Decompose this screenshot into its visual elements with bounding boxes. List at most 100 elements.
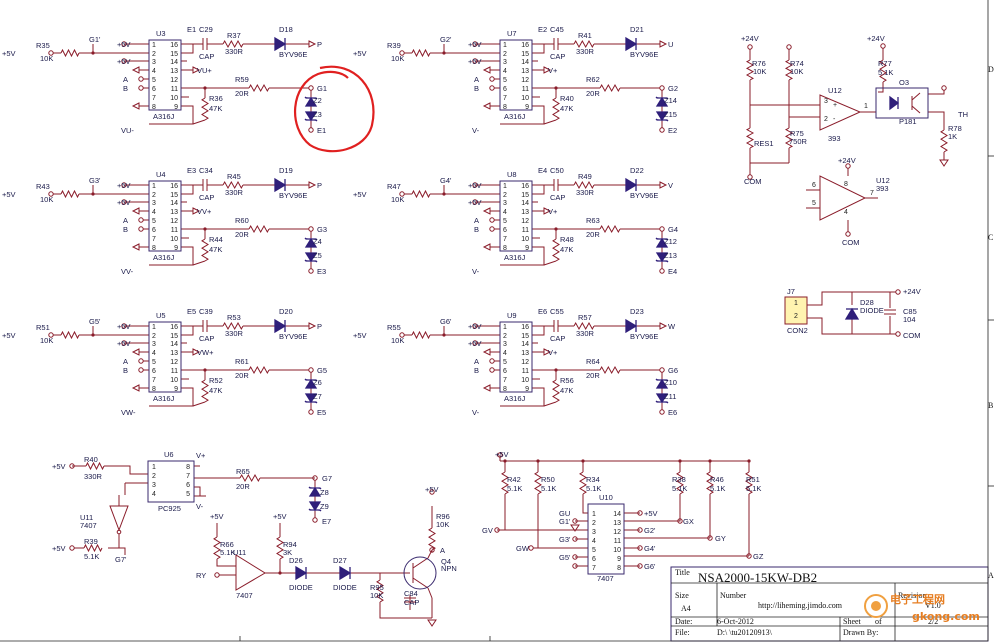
terminal-circle: [707, 535, 713, 541]
label-byv: BYV96E: [279, 191, 307, 200]
pin-number: 6: [503, 368, 507, 375]
resistor-symbol: [501, 471, 509, 495]
terminal-circle: [489, 217, 495, 223]
port-arrow: [131, 102, 140, 110]
terminal-circle: [214, 572, 220, 578]
label-r43: R43: [36, 182, 50, 191]
date-label: Date:: [675, 617, 692, 626]
label-a: A: [474, 357, 479, 366]
pin-number: 14: [170, 200, 178, 207]
buffer-bubble: [116, 529, 122, 535]
wire: [532, 185, 545, 195]
label-r20: 20R: [235, 230, 249, 239]
terminal-circle: [895, 331, 901, 337]
label-d21: D21: [630, 25, 644, 34]
label-r56: R56: [560, 376, 574, 385]
label-r36: R36: [209, 94, 223, 103]
pin-number: 7: [186, 473, 190, 480]
label-cap: CAP: [550, 334, 565, 343]
pin-number: 5: [503, 218, 507, 225]
label-byv: BYV96E: [630, 332, 658, 341]
label-e6n: E6: [668, 408, 677, 417]
terminal-circle: [121, 340, 127, 346]
wire: [543, 119, 557, 125]
label-a: A: [123, 75, 128, 84]
label-r34: R34: [586, 475, 600, 484]
pin-number: 11: [614, 538, 621, 545]
diode-d28: [844, 307, 860, 320]
label-u6: U6: [164, 450, 174, 459]
pin-number: 12: [521, 77, 529, 84]
pin-number: 8: [503, 104, 507, 111]
label-r10k: 10K: [391, 195, 404, 204]
label-e5n: E5: [317, 408, 326, 417]
terminal-circle: [494, 527, 500, 533]
pin-number: 2: [503, 333, 507, 340]
label-r330: 330R: [576, 47, 595, 56]
label-r51k: 5.1K: [746, 484, 761, 493]
pin-number: 6: [152, 86, 156, 93]
label-c84: C84: [404, 589, 418, 598]
label-r47k: 47K: [560, 245, 573, 254]
label-c29: C29: [199, 25, 213, 34]
label-vv_p: VV+: [197, 207, 212, 216]
pin-number: 1: [794, 300, 798, 307]
wire: [911, 92, 921, 101]
pin-number: 11: [171, 368, 178, 375]
terminal-circle: [637, 563, 643, 569]
pin-number: 3: [824, 98, 828, 105]
label-p5v: +5V: [468, 322, 482, 331]
label-p5v: +5V: [2, 331, 16, 340]
comparator-u12b: [819, 175, 867, 221]
terminal-circle: [121, 58, 127, 64]
label-gu: GU: [559, 509, 570, 518]
pin-number: 6: [152, 368, 156, 375]
label-a316j: A316J: [153, 112, 175, 121]
title-block: Title NSA2000-15KW-DB2 Size A4 Number ht…: [670, 566, 989, 642]
size-label: Size: [675, 591, 689, 600]
label-p24v: +24V: [903, 287, 921, 296]
label-r48: R48: [560, 235, 574, 244]
label-r53: R53: [227, 313, 241, 322]
pin-number: 1: [503, 42, 507, 49]
label-c50: C50: [550, 166, 564, 175]
label-d27: D27: [333, 556, 347, 565]
pin-number: 9: [525, 386, 529, 393]
port-arrow: [192, 66, 201, 74]
zener-diode: [655, 96, 669, 107]
label-c45: C45: [550, 25, 564, 34]
label-e5: E5: [187, 307, 196, 316]
zener-diode: [304, 378, 318, 389]
label-com: COM: [744, 177, 762, 186]
terminal-circle: [121, 182, 127, 188]
label-r94: R94: [283, 540, 297, 549]
terminal-circle: [489, 358, 495, 364]
label-gz: GZ: [753, 552, 764, 561]
label-z14: Z14: [664, 96, 677, 105]
terminal-circle: [308, 127, 314, 133]
label-v_m: V-: [472, 408, 480, 417]
terminal-circle: [489, 85, 495, 91]
pin-number: 16: [170, 42, 178, 49]
file-label: File:: [675, 628, 690, 637]
terminal-circle: [138, 85, 144, 91]
label-z9: Z9: [320, 502, 329, 511]
terminal-circle: [941, 85, 947, 91]
resistor-symbol: [745, 127, 755, 149]
label-r40: R40: [560, 94, 574, 103]
label-p5v: +5V: [52, 462, 66, 471]
pin-number: 8: [186, 464, 190, 471]
label-p: P: [317, 181, 322, 190]
wire: [104, 465, 148, 475]
diode-symbol: [274, 36, 287, 52]
label-z5: Z5: [313, 251, 322, 260]
wire: [582, 494, 588, 514]
wire: [543, 260, 557, 266]
label-r51k: 5.1K: [672, 484, 687, 493]
label-d19: D19: [279, 166, 293, 175]
terminal-circle: [472, 182, 478, 188]
pin-number: 10: [613, 547, 621, 554]
pin-number: 6: [186, 482, 190, 489]
pin-number: 14: [521, 59, 529, 66]
